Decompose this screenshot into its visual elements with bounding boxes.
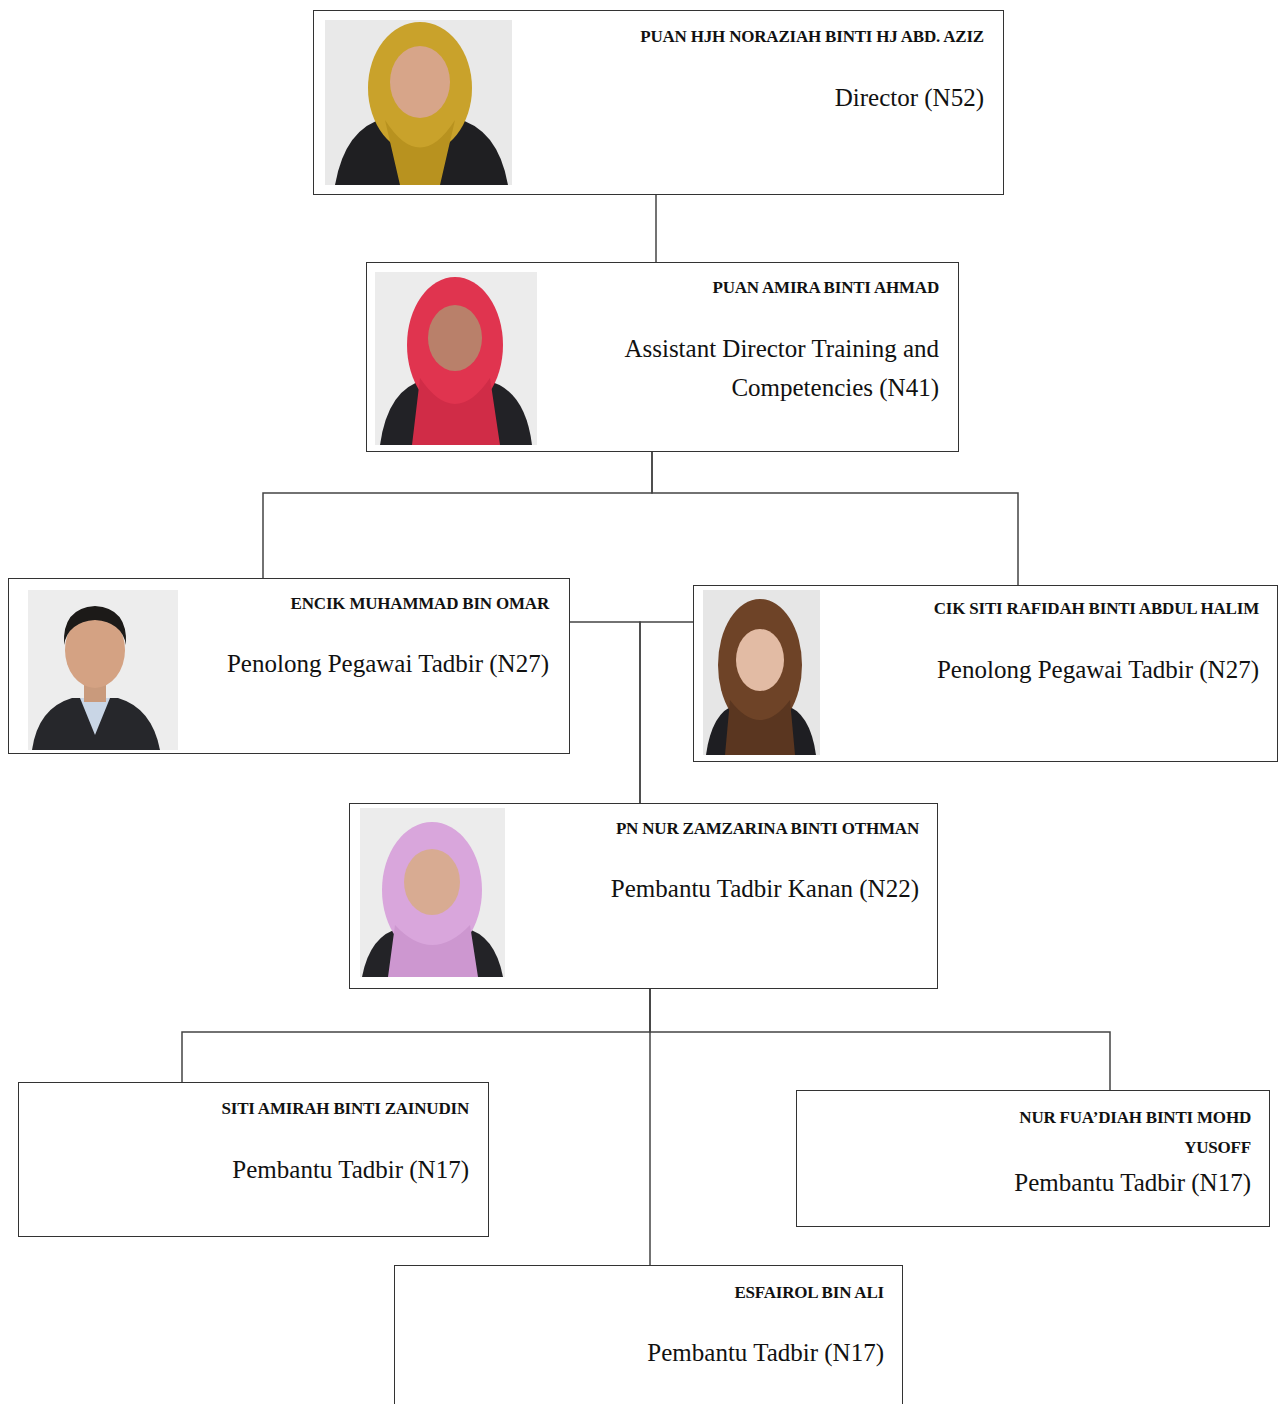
- staff-name: SITI AMIRAH BINTI ZAINUDIN: [222, 1094, 470, 1124]
- staff-name: PUAN AMIRA BINTI AHMAD: [712, 273, 939, 303]
- staff-position: Penolong Pegawai Tadbir (N27): [937, 650, 1259, 689]
- portrait-photo: [375, 272, 537, 445]
- portrait-photo: [360, 808, 505, 977]
- staff-name: CIK SITI RAFIDAH BINTI ABDUL HALIM: [934, 594, 1259, 624]
- connector-line: [650, 989, 1110, 1090]
- staff-box: SITI AMIRAH BINTI ZAINUDIN Pembantu Tadbi…: [18, 1082, 489, 1237]
- staff-position: Assistant Director Training and Competen…: [535, 329, 939, 407]
- staff-box: PUAN AMIRA BINTI AHMAD Assistant Director…: [366, 262, 959, 452]
- staff-box: ESFAIROL BIN ALI Pembantu Tadbir (N17): [394, 1265, 903, 1404]
- connector-line: [652, 452, 1018, 585]
- staff-box: PN NUR ZAMZARINA BINTI OTHMAN Pembantu Ta…: [349, 803, 938, 989]
- connector-line: [649, 989, 651, 1265]
- staff-name: PN NUR ZAMZARINA BINTI OTHMAN: [616, 814, 919, 844]
- connector-line: [655, 195, 657, 262]
- staff-name: ESFAIROL BIN ALI: [734, 1278, 884, 1308]
- staff-box: NUR FUA’DIAH BINTI MOHD YUSOFFPembantu T…: [796, 1090, 1270, 1227]
- staff-position: Pembantu Tadbir (N17): [1014, 1163, 1251, 1202]
- staff-box: CIK SITI RAFIDAH BINTI ABDUL HALIM Penolo…: [693, 585, 1278, 762]
- staff-name: ENCIK MUHAMMAD BIN OMAR: [291, 589, 549, 619]
- staff-position: Pembantu Tadbir Kanan (N22): [611, 869, 919, 908]
- staff-position: Pembantu Tadbir (N17): [647, 1333, 884, 1372]
- connector-line: [263, 452, 652, 578]
- portrait-photo: [703, 590, 820, 755]
- portrait-photo: [28, 590, 178, 750]
- portrait-photo: [325, 20, 512, 185]
- connector-line: [640, 622, 693, 803]
- staff-position: Director (N52): [835, 78, 984, 117]
- staff-name: NUR FUA’DIAH BINTI MOHD YUSOFF: [1016, 1103, 1251, 1163]
- staff-position: Pembantu Tadbir (N17): [232, 1150, 469, 1189]
- staff-position: Penolong Pegawai Tadbir (N27): [227, 644, 549, 683]
- staff-box: PUAN HJH NORAZIAH BINTI HJ ABD. AZIZ Dire…: [313, 10, 1004, 195]
- connector-line: [570, 622, 640, 803]
- staff-name: PUAN HJH NORAZIAH BINTI HJ ABD. AZIZ: [640, 22, 984, 52]
- staff-box: ENCIK MUHAMMAD BIN OMAR Penolong Pegawai …: [8, 578, 570, 754]
- connector-line: [182, 989, 650, 1082]
